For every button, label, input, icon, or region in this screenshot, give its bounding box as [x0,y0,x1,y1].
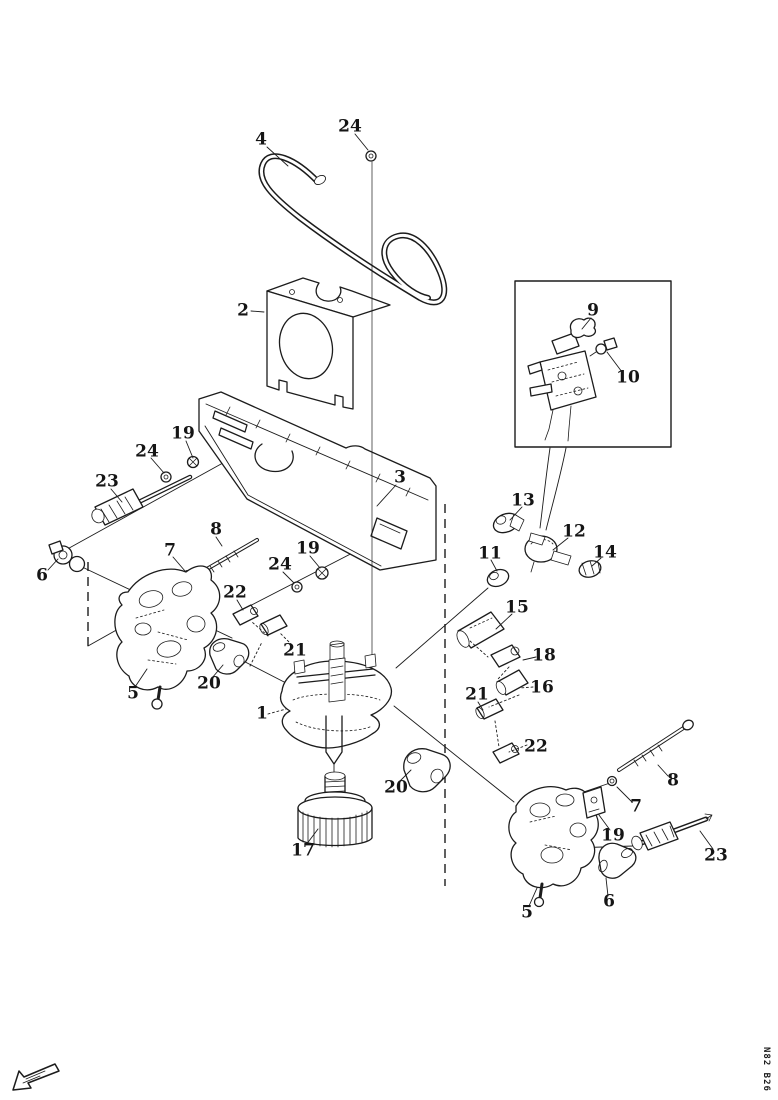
elbow-20-left [209,638,250,675]
callout-7: 7 [630,796,642,817]
callout-5: 5 [521,902,533,923]
callout-4: 4 [255,129,267,150]
callout-1: 1 [256,703,268,724]
fitting-6-left [48,540,86,573]
fitting-23-right [631,813,713,851]
callout-8: 8 [667,770,679,791]
main-body [279,640,393,775]
callout-9: 9 [587,300,599,321]
callout-11: 11 [478,543,502,564]
valve-12 [524,532,572,573]
callout-24: 24 [268,554,292,575]
corner-code: N82 B26 [761,1047,771,1092]
fitting-10 [589,337,618,357]
nut-24-mid [291,581,303,593]
callout-19: 19 [296,538,320,559]
direction-arrow [12,1063,60,1091]
filter [297,771,373,848]
callout-13: 13 [511,490,535,511]
fitting-22-left [232,604,259,626]
callout-23: 23 [704,845,728,866]
fitting-11 [486,568,510,588]
nut-19-upper-left [186,455,200,469]
nut-24-upper-left [160,471,172,483]
callout-22: 22 [223,582,247,603]
fitting-22-right [492,742,520,764]
callout-20: 20 [197,673,221,694]
nut-19-mid [315,566,329,580]
callout-22: 22 [524,736,548,757]
callout-16: 16 [530,677,554,698]
callout-23: 23 [95,471,119,492]
valve-assembly-right [508,786,599,908]
callout-24: 24 [135,441,159,462]
bracket-lower [198,391,437,571]
callout-7: 7 [164,540,176,561]
fitting-16 [495,669,529,696]
tube-15 [456,611,505,649]
callout-21: 21 [283,640,307,661]
callout-10: 10 [616,367,640,388]
callout-leaders [47,133,714,907]
hose [258,153,448,306]
bolt-8-right [617,719,694,772]
callout-21: 21 [465,684,489,705]
detail-inset-box [514,280,672,448]
fitting-21-left [259,614,288,636]
valve-assembly-left [114,565,221,710]
detail-inset [514,280,672,531]
fitting-14 [578,560,602,578]
fitting-18 [490,644,521,668]
elbow-6-right [598,842,637,879]
callout-3: 3 [394,467,406,488]
elbow-20-right [403,748,451,793]
callout-5: 5 [127,683,139,704]
callout-24: 24 [338,116,362,137]
callout-18: 18 [532,645,556,666]
callout-20: 20 [384,777,408,798]
hose-clamp [365,150,377,162]
callout-15: 15 [505,597,529,618]
callout-2: 2 [237,300,249,321]
callout-19: 19 [601,825,625,846]
callout-6: 6 [603,891,615,912]
callout-14: 14 [593,542,617,563]
callout-19: 19 [171,423,195,444]
plate-19-right [582,786,606,819]
callout-12: 12 [562,521,586,542]
callout-6: 6 [36,565,48,586]
chain-connector-left [249,621,269,667]
fitting-23-left [91,474,193,526]
callout-8: 8 [210,519,222,540]
nut-7-right [606,775,618,787]
callout-17: 17 [291,840,315,861]
fitting-13 [492,512,525,534]
bracket-upper [266,277,391,410]
